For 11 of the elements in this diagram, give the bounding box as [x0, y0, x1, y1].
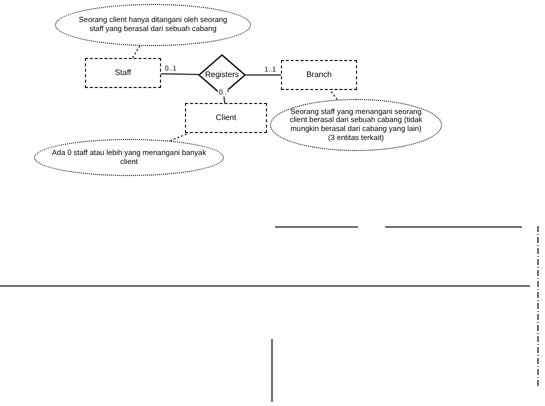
entity-name: Staff	[114, 68, 132, 78]
entity-box	[85, 58, 161, 88]
relationship-line	[244, 74, 282, 76]
relationship-line	[160, 73, 200, 76]
relationship-name: Registers	[205, 70, 239, 80]
entity-name: Branch	[306, 70, 332, 80]
leader-line	[330, 90, 338, 100]
entity-box	[281, 60, 357, 90]
entity-name: Client	[216, 113, 236, 123]
entity-box	[185, 103, 267, 133]
leader-line	[132, 45, 140, 58]
